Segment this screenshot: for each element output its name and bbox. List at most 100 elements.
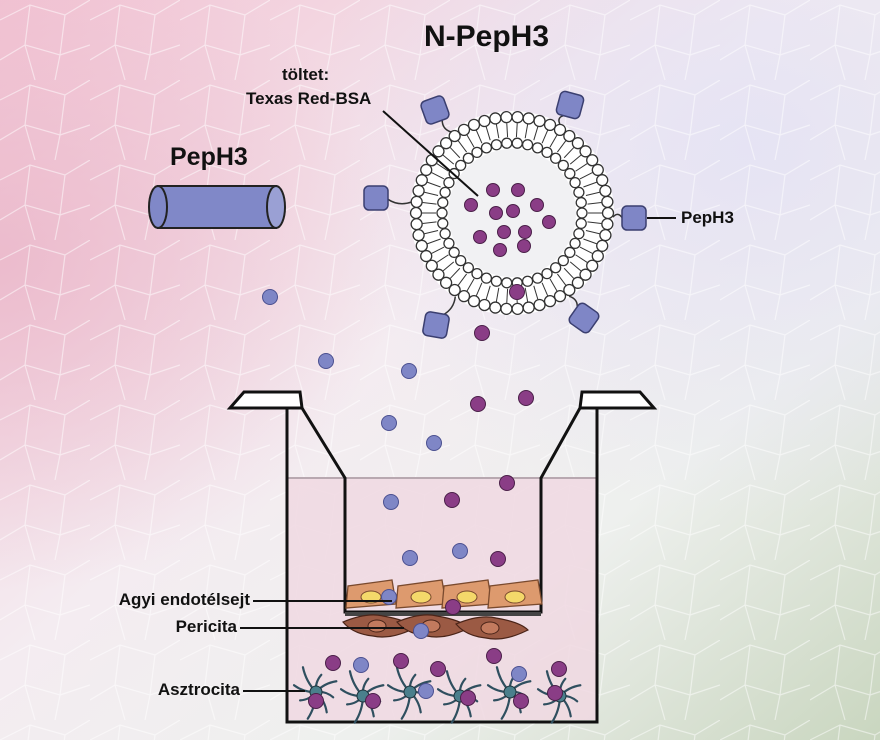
particles	[262, 284, 567, 709]
lipid-head-inner	[462, 152, 475, 164]
lipid-tail	[436, 163, 449, 172]
peptide-ligand	[422, 311, 450, 339]
lipid-tail	[422, 202, 437, 205]
lipid-head-inner	[443, 176, 455, 189]
lipid-head-outer	[553, 289, 567, 303]
peptide-cylinder	[148, 185, 286, 229]
cargo-protein	[486, 183, 500, 197]
lipid-tail	[466, 134, 475, 148]
lipid-head-outer	[489, 301, 502, 314]
lipid-head-inner	[437, 217, 449, 230]
cargo-protein	[506, 204, 520, 218]
lipid-head-outer	[432, 145, 445, 158]
lipid-head-outer	[412, 228, 425, 242]
lipid-head-inner	[541, 267, 553, 280]
liposome	[363, 90, 647, 339]
cargo-protein	[517, 239, 531, 253]
lipid-head-inner	[573, 186, 585, 199]
lipid-head-outer	[579, 268, 592, 281]
lipid-head-inner	[480, 142, 493, 154]
lipid-head-inner	[564, 246, 576, 259]
label-pericyte: Pericita	[175, 617, 237, 636]
label-cargo-line1: töltet:	[282, 65, 330, 84]
lipid-tail	[506, 288, 509, 303]
lipid-head-outer	[596, 174, 609, 187]
free-cargo-particle	[490, 551, 506, 567]
free-peptide-particle	[318, 353, 334, 369]
insert-membrane	[345, 612, 541, 616]
label-peph3-peptide: PepH3	[170, 143, 248, 171]
lipid-tail	[549, 134, 558, 148]
lipid-head-outer	[489, 112, 502, 125]
lipid-head-inner	[437, 196, 449, 209]
free-peptide-particle	[418, 683, 434, 699]
lipid-head-inner	[490, 275, 503, 287]
free-cargo-particle	[513, 693, 529, 709]
lipid-head-inner	[569, 176, 581, 189]
free-cargo-particle	[509, 284, 525, 300]
lipid-tail	[424, 230, 439, 235]
lipid-head-inner	[557, 254, 569, 267]
peptide-ligand	[420, 95, 450, 125]
free-cargo-particle	[499, 475, 515, 491]
lipid-head-inner	[549, 262, 562, 274]
lipid-head-outer	[601, 195, 614, 209]
free-cargo-particle	[430, 661, 446, 677]
free-cargo-particle	[393, 653, 409, 669]
free-peptide-particle	[262, 289, 278, 305]
lipid-tail	[475, 282, 483, 296]
lipid-head-inner	[480, 272, 493, 284]
lipid-tail	[541, 282, 549, 296]
cell-nucleus	[456, 590, 478, 604]
lipid-head-inner	[501, 137, 513, 149]
lipid-tail	[533, 285, 539, 300]
lipid-tail	[583, 238, 597, 245]
free-cargo-particle	[470, 396, 486, 412]
label-cargo-line2: Texas Red-BSA	[246, 89, 372, 108]
lipid-head-inner	[439, 227, 451, 240]
lipid-head-inner	[436, 207, 448, 219]
lipid-head-outer	[415, 174, 428, 187]
lipid-head-inner	[521, 275, 534, 287]
lipid-tail	[579, 246, 593, 254]
lipid-head-outer	[448, 283, 461, 297]
lipid-tail	[427, 181, 441, 188]
lipid-head-outer	[553, 123, 567, 137]
peptide-ligand	[363, 185, 389, 211]
label-endothelial: Agyi endotélsejt	[118, 590, 250, 609]
lipid-head-outer	[478, 298, 491, 312]
lipid-head-inner	[501, 277, 513, 289]
lipid-tail	[442, 261, 455, 272]
lipid-tail	[556, 140, 567, 153]
lipid-head-outer	[457, 123, 471, 137]
lipid-head-inner	[511, 137, 523, 149]
lipid-tail	[569, 154, 582, 165]
lipid-head-outer	[412, 184, 425, 198]
peptide-ligand	[621, 205, 647, 231]
lipid-tail	[583, 181, 597, 188]
lipid-tail	[533, 126, 539, 141]
lipid-head-inner	[443, 237, 455, 250]
lipid-tail	[579, 172, 593, 180]
lipid-head-outer	[543, 294, 557, 308]
cell-nucleus	[504, 590, 526, 604]
lipid-head-inner	[471, 146, 483, 159]
free-cargo-particle	[308, 693, 324, 709]
lipid-tail	[466, 278, 475, 292]
lipid-head-inner	[549, 152, 562, 164]
lipid-head-outer	[511, 302, 524, 315]
lipid-tail	[506, 123, 509, 138]
lipid-head-outer	[448, 129, 461, 143]
lipid-tail	[485, 126, 491, 141]
lipid-head-outer	[591, 163, 604, 177]
free-peptide-particle	[511, 666, 527, 682]
lipid-head-outer	[586, 259, 599, 272]
lipid-head-outer	[522, 112, 535, 125]
cargo-protein	[497, 225, 511, 239]
cargo-protein	[511, 183, 525, 197]
free-cargo-particle	[365, 693, 381, 709]
lipid-head-inner	[462, 262, 475, 274]
lipid-tail	[475, 130, 483, 144]
free-peptide-particle	[402, 550, 418, 566]
lipid-head-inner	[521, 139, 534, 151]
